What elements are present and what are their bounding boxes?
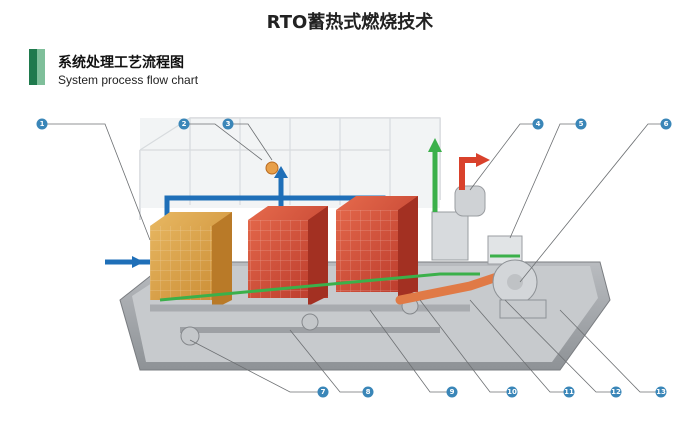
callout-1: 1 <box>36 118 48 130</box>
callout-label: 9 <box>450 388 455 396</box>
regenerator-chamber-1 <box>150 212 232 310</box>
green-exhaust-arrow <box>428 138 442 152</box>
callout-label: 5 <box>579 120 584 128</box>
orange-duct <box>395 271 505 305</box>
chamber-glass <box>140 118 440 208</box>
callout-12: 12 <box>610 386 622 398</box>
callout-4: 4 <box>532 118 544 130</box>
callout-2: 2 <box>178 118 190 130</box>
callout-label: 11 <box>564 388 574 396</box>
callout-label: 8 <box>366 388 371 396</box>
inlet-arrow <box>132 256 144 268</box>
callout-7: 7 <box>317 386 329 398</box>
valve-8 <box>301 313 319 331</box>
callout-label: 13 <box>656 388 666 396</box>
diagram-title-cn: 系统处理工艺流程图 <box>58 55 184 71</box>
green-pipe <box>159 272 480 302</box>
callout-3: 3 <box>222 118 234 130</box>
callout-label: 10 <box>507 388 517 396</box>
callout-label: 7 <box>321 388 326 396</box>
blue-riser-arrow <box>274 166 288 178</box>
page-title: RTO蓄热式燃烧技术 <box>266 12 434 33</box>
callout-leaders <box>42 123 666 393</box>
callout-11: 11 <box>563 386 575 398</box>
red-exhaust-arrow <box>476 153 490 167</box>
red-exhaust-pipe <box>459 157 478 190</box>
valve-7 <box>180 326 200 346</box>
regenerator-chamber-3 <box>336 196 418 300</box>
callout-5: 5 <box>575 118 587 130</box>
header-accent-bar-light <box>37 49 45 85</box>
callout-13: 13 <box>655 386 667 398</box>
callout-label: 6 <box>664 120 669 128</box>
exhaust-duct <box>454 185 486 217</box>
callout-label: 2 <box>182 120 187 128</box>
callout-label: 4 <box>536 120 541 128</box>
regenerator-chamber-2 <box>248 206 328 306</box>
callout-9: 9 <box>446 386 458 398</box>
callout-6: 6 <box>660 118 672 130</box>
callout-label: 12 <box>611 388 621 396</box>
header-accent-bar <box>29 49 37 85</box>
callout-8: 8 <box>362 386 374 398</box>
heat-exchanger <box>431 211 469 261</box>
burner-icon <box>265 161 279 175</box>
callout-10: 10 <box>506 386 518 398</box>
callout-label: 3 <box>226 120 231 128</box>
diagram-title-en: System process flow chart <box>58 73 199 87</box>
main-fan <box>487 235 547 319</box>
callout-label: 1 <box>40 120 45 128</box>
